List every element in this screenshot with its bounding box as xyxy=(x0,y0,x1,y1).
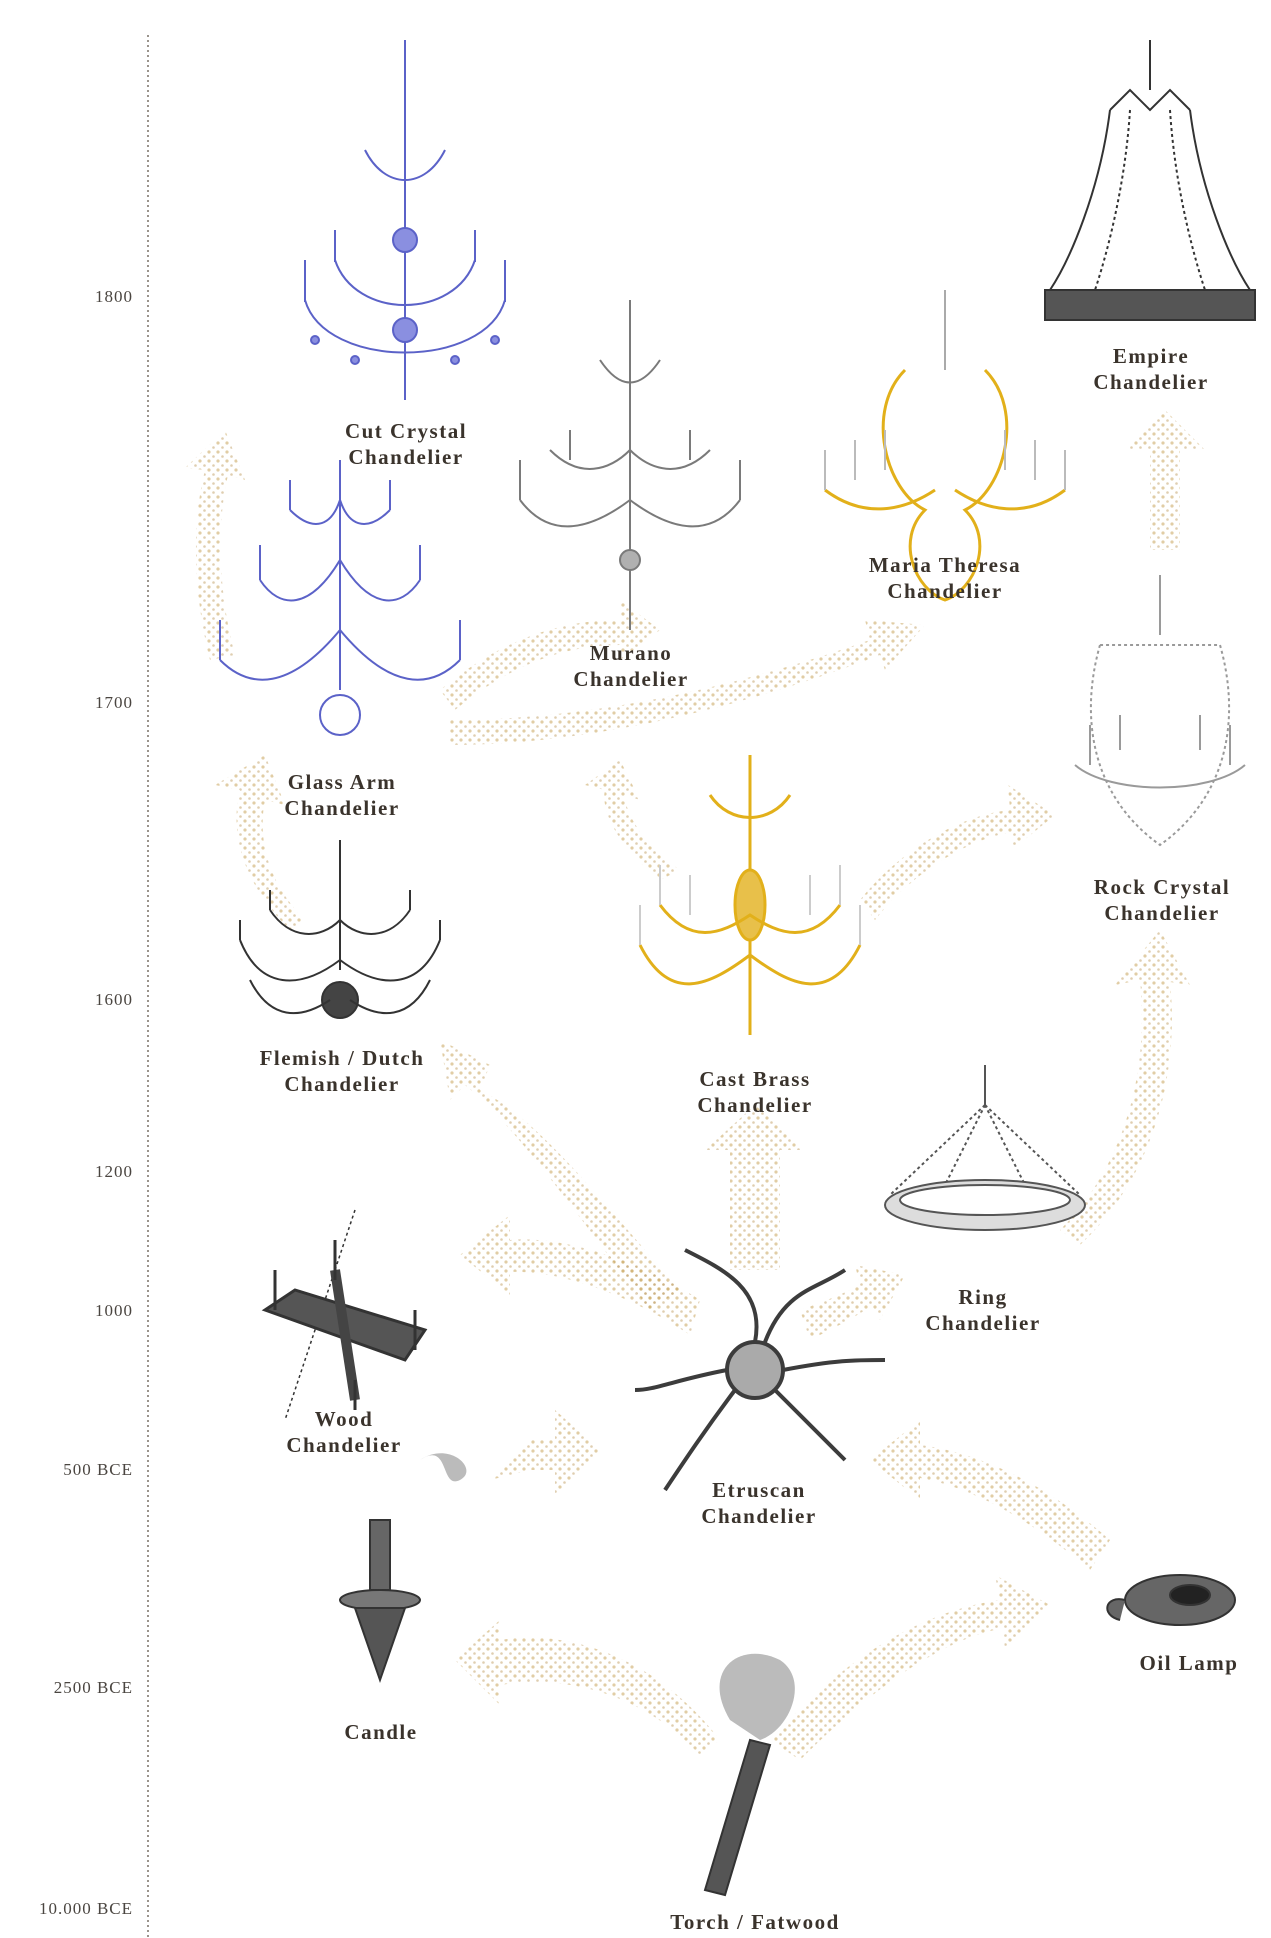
candle-label-line: Candle xyxy=(344,1720,417,1744)
arrow-cast-brass-to-rock-crystal xyxy=(860,785,1055,920)
empire-illustration xyxy=(1045,40,1255,320)
oil-lamp-illustration xyxy=(1107,1575,1235,1625)
rock-crystal-label-line: Chandelier xyxy=(1104,901,1219,925)
etruscan-label-line: Etruscan xyxy=(712,1478,806,1502)
glass-arm-label-line: Glass Arm xyxy=(288,770,397,794)
timeline-years: 1800 1700 1600 1200 1000 500 BCE 2500 BCE 10.00… xyxy=(39,287,133,1918)
arrow-etruscan-to-cast-brass xyxy=(705,1105,805,1270)
rock-crystal-label-line: Rock Crystal xyxy=(1094,875,1230,899)
ring-label-line: Chandelier xyxy=(925,1311,1040,1335)
maria-theresa-label-line: Maria Theresa xyxy=(869,553,1021,577)
maria-theresa-label-line: Chandelier xyxy=(887,579,1002,603)
flemish-dutch-label-line: Flemish / Dutch xyxy=(260,1046,425,1070)
wood-label-line: Chandelier xyxy=(286,1433,401,1457)
arrow-torch-to-oil-lamp xyxy=(770,1575,1050,1760)
cast-brass-illustration xyxy=(640,755,860,1035)
torch-illustration xyxy=(705,1654,795,1895)
murano-label-line: Murano xyxy=(590,641,673,665)
murano-label-line: Chandelier xyxy=(573,667,688,691)
arrow-glass-arm-to-cut-crystal xyxy=(185,430,245,660)
timeline-year-label: 1800 xyxy=(95,287,133,306)
flemish-dutch-label-line: Chandelier xyxy=(284,1072,399,1096)
rock-crystal-illustration xyxy=(1075,575,1245,845)
etruscan-label-line: Chandelier xyxy=(701,1504,816,1528)
murano-illustration xyxy=(520,300,740,630)
arrow-wood-to-etruscan xyxy=(490,1410,600,1495)
oil-lamp-label-line: Oil Lamp xyxy=(1140,1651,1239,1675)
arrow-rock-crystal-to-empire xyxy=(1125,410,1205,550)
timeline-year-label: 1700 xyxy=(95,693,133,712)
cut-crystal-illustration xyxy=(305,40,505,400)
cut-crystal-label-line: Cut Crystal xyxy=(345,419,467,443)
glass-arm-illustration xyxy=(220,460,460,735)
ring-label-line: Ring xyxy=(958,1285,1007,1309)
empire-label-line: Empire xyxy=(1113,344,1189,368)
timeline-year-label: 1200 xyxy=(95,1162,133,1181)
torch-label: Torch / Fatwood xyxy=(670,1910,840,1934)
cut-crystal-label-line: Chandelier xyxy=(348,445,463,469)
arrow-torch-to-candle xyxy=(455,1620,720,1755)
oil-lamp-label: Oil Lamp xyxy=(1140,1651,1239,1675)
glass-arm-label-line: Chandelier xyxy=(284,796,399,820)
candle-illustration xyxy=(340,1453,466,1680)
timeline-year-label: 10.000 BCE xyxy=(39,1899,133,1918)
timeline-year-label: 1000 xyxy=(95,1301,133,1320)
arrow-oil-lamp-to-etruscan xyxy=(870,1420,1110,1570)
arrow-cast-brass-to-murano xyxy=(585,760,680,880)
cast-brass-label-line: Chandelier xyxy=(697,1093,812,1117)
torch-label-line: Torch / Fatwood xyxy=(670,1910,840,1934)
empire-label-line: Chandelier xyxy=(1093,370,1208,394)
timeline-year-label: 2500 BCE xyxy=(54,1678,133,1697)
timeline-year-label: 1600 xyxy=(95,990,133,1009)
ring-illustration xyxy=(885,1065,1085,1230)
wood-label-line: Wood xyxy=(315,1407,374,1431)
arrow-etruscan-to-ring xyxy=(800,1265,905,1340)
wood-illustration xyxy=(265,1210,425,1420)
cast-brass-label-line: Cast Brass xyxy=(699,1067,810,1091)
timeline-year-label: 500 BCE xyxy=(63,1460,133,1479)
candle-label: Candle xyxy=(344,1720,417,1744)
